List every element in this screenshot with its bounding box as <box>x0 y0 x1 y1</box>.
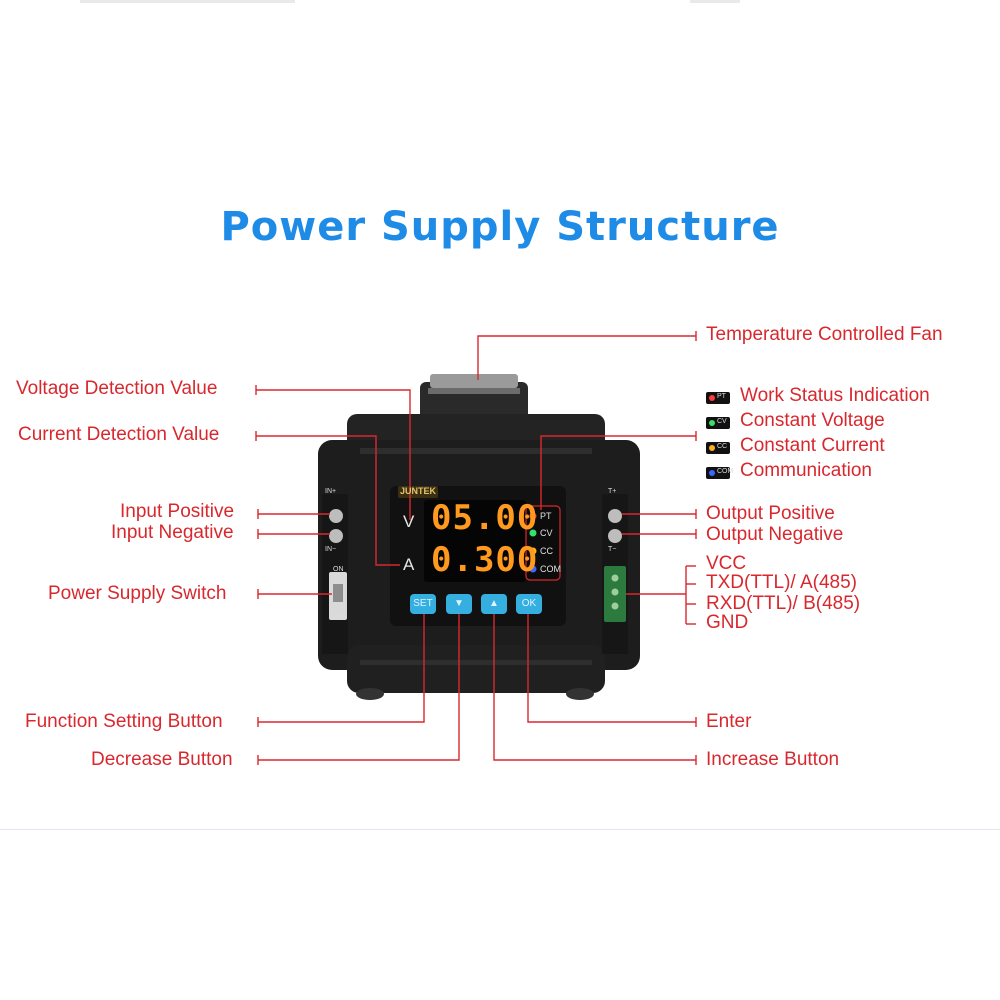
label-work-status: Work Status Indication <box>740 385 930 406</box>
top-fragment <box>690 0 740 3</box>
label-vcc: VCC <box>706 553 747 574</box>
current-display: 0.300 <box>431 540 539 580</box>
label-decrease: Decrease Button <box>91 749 233 770</box>
display-window <box>424 500 526 582</box>
label-output-negative: Output Negative <box>706 524 844 545</box>
switch-off-label: OFF <box>332 614 346 621</box>
indicator-cc: CC <box>540 546 553 556</box>
status-leader <box>540 435 696 510</box>
label-constant-current: Constant Current <box>740 435 885 456</box>
label-fan: Temperature Controlled Fan <box>706 324 943 345</box>
brand-logo: JUNTEK <box>400 486 437 496</box>
label-txd: TXD(TTL)/ A(485) <box>706 572 857 593</box>
fan-top <box>430 374 518 388</box>
set-leader <box>258 610 425 723</box>
ok-button[interactable]: OK <box>516 594 542 614</box>
increase-button[interactable]: ▲ <box>481 594 507 614</box>
voltage-leader <box>256 389 411 520</box>
fan-leader <box>477 335 696 380</box>
bottom-divider <box>0 829 1000 830</box>
terminal-in-plus: IN+ <box>325 488 337 495</box>
indicator-cv: CV <box>540 528 553 538</box>
voltage-display: 05.00 <box>431 498 539 538</box>
label-output-positive: Output Positive <box>706 503 835 524</box>
terminal-in-minus: IN− <box>325 546 337 553</box>
indicator-com: COM <box>540 564 561 574</box>
terminal-out-minus: T− <box>608 546 617 553</box>
indicator-pt: PT <box>540 511 552 521</box>
set-button[interactable]: SET <box>410 594 436 614</box>
label-function-setting: Function Setting Button <box>25 711 223 732</box>
label-communication: Communication <box>740 460 872 481</box>
decrease-leader <box>258 610 460 761</box>
current-unit: A <box>403 555 415 574</box>
label-input-positive: Input Positive <box>120 501 235 522</box>
increase-leader <box>493 610 696 761</box>
label-rxd: RXD(TTL)/ B(485) <box>706 593 861 614</box>
legend-badge-cv: CV <box>706 417 730 429</box>
legend-badge-com: COM <box>706 467 733 479</box>
label-increase: Increase Button <box>706 749 840 770</box>
label-power-switch: Power Supply Switch <box>48 583 227 604</box>
label-current-detection: Current Detection Value <box>18 424 220 445</box>
label-enter: Enter <box>706 711 752 732</box>
label-voltage-detection: Voltage Detection Value <box>16 378 218 399</box>
switch-on-label: ON <box>333 566 344 573</box>
terminal-out-plus: T+ <box>608 488 617 495</box>
decrease-button[interactable]: ▼ <box>446 594 472 614</box>
label-input-negative: Input Negative <box>111 522 234 543</box>
legend-badge-pt: PT <box>706 392 730 404</box>
page-title: Power Supply Structure <box>220 204 780 250</box>
label-gnd: GND <box>706 612 749 633</box>
label-constant-voltage: Constant Voltage <box>740 410 885 431</box>
legend-badge-cc: CC <box>706 442 730 454</box>
enter-leader <box>527 610 696 723</box>
top-fragment <box>80 0 295 3</box>
current-leader <box>256 435 400 566</box>
voltage-unit: V <box>403 512 415 531</box>
device-bottom-body <box>347 645 605 693</box>
